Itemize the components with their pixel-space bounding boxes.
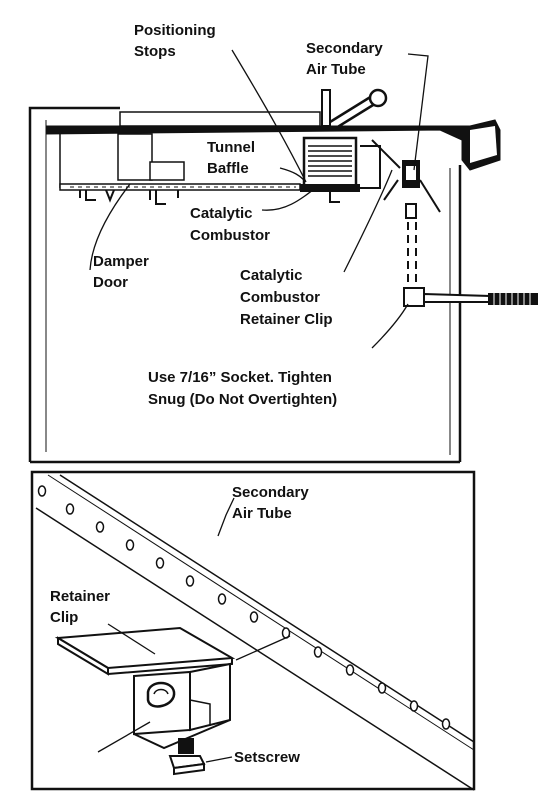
air-tube-upper-edge <box>59 474 475 743</box>
clip-fold <box>189 699 211 726</box>
setscrew-shaft <box>178 738 194 754</box>
clip-hole <box>146 681 176 708</box>
detail-panel: Secondary Air Tube Retainer Clip Setscre… <box>30 470 476 791</box>
bracket-1 <box>79 190 96 201</box>
air-tube-hole <box>313 646 323 658</box>
label-instruction: Use 7/16” Socket. Tighten Snug (Do Not O… <box>148 369 337 408</box>
air-tube-hole <box>155 557 165 569</box>
leader-positioning-stops <box>231 49 307 183</box>
air-tube-holes <box>37 485 451 730</box>
bracket-4 <box>329 192 340 203</box>
combustor-base <box>300 184 360 192</box>
stove-body-outline <box>28 106 120 462</box>
air-tube-lower-edge <box>35 507 475 791</box>
air-tube-deflector <box>371 139 401 169</box>
leader-detail-clip-to-tube <box>235 635 291 661</box>
leader-damper-door <box>89 183 131 271</box>
leader-secondary-air-tube <box>407 53 429 171</box>
leader-detail-air-tube <box>217 497 235 537</box>
air-tube-hole <box>65 503 75 515</box>
clip-legs <box>383 179 441 213</box>
air-tube-hole <box>345 664 355 676</box>
leader-socket <box>371 303 409 349</box>
clip-bottom <box>133 719 231 750</box>
bracket-2 <box>149 190 166 205</box>
detail-frame <box>30 470 476 791</box>
label-retainer-clip-detail: Retainer Clip <box>50 588 114 626</box>
air-tube-hole <box>37 485 47 497</box>
label-secondary-air-tube-detail: Secondary Air Tube <box>232 484 313 522</box>
wrench-grip-texture <box>493 293 531 305</box>
air-tube-hole <box>95 521 105 533</box>
leader-retainer-clip <box>343 169 393 273</box>
label-catalytic-combustor: Catalytic Combustor <box>190 205 270 244</box>
lever-post <box>321 89 331 127</box>
label-damper-door: Damper Door <box>93 253 153 291</box>
lever-arm <box>329 94 379 130</box>
leader-detail-setscrew <box>205 756 233 763</box>
top-panel: Positioning Stops Secondary Air Tube Tun… <box>28 22 538 464</box>
leader-tunnel-baffle <box>279 167 305 181</box>
air-tube-hole <box>125 539 135 551</box>
setscrew-head-base <box>173 762 205 776</box>
damper-block <box>117 133 153 181</box>
leader-catalytic-combustor <box>261 185 319 211</box>
label-setscrew: Setscrew <box>234 749 300 766</box>
top-plate-lip <box>470 126 497 163</box>
wrench-shaft <box>423 292 491 303</box>
air-tube-hole <box>377 682 387 694</box>
leader-detail-retainer-clip <box>107 623 156 655</box>
label-tunnel-baffle: Tunnel Baffle <box>207 139 259 177</box>
top-plate <box>45 119 501 171</box>
label-retainer-clip-top: Catalytic Combustor Retainer Clip <box>240 267 333 328</box>
air-tube-highlight <box>47 474 475 751</box>
clip-hole-inner <box>153 688 169 695</box>
lever-knob <box>368 88 388 108</box>
clip-top-edge-front <box>107 658 233 675</box>
bypass-housing <box>119 111 321 127</box>
damper-hinge <box>105 189 115 203</box>
label-positioning-stops: Positioning Stops <box>134 22 220 60</box>
socket-head <box>403 287 425 307</box>
air-tube-hole <box>217 593 227 605</box>
label-secondary-air-tube-top: Secondary Air Tube <box>306 40 387 78</box>
combustor-cells <box>308 145 352 177</box>
air-tube-window <box>406 166 416 180</box>
setscrew-head <box>405 203 417 219</box>
air-tube-hole <box>249 611 259 623</box>
air-tube-hole <box>409 700 419 712</box>
air-tube-hole <box>441 718 451 730</box>
leader-detail-hole <box>97 721 151 753</box>
combustor-frame <box>360 145 381 189</box>
damper-plate <box>149 161 185 181</box>
air-tube-hole <box>185 575 195 587</box>
